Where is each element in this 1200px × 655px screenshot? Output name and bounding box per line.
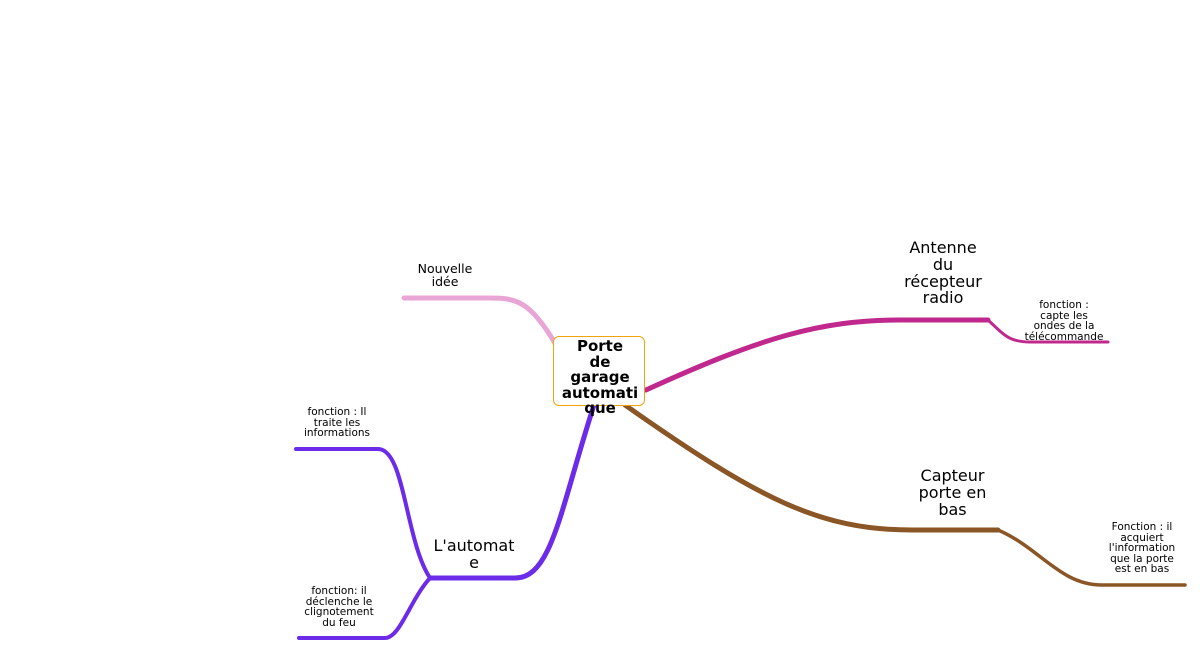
subtopic-antenne-fonction[interactable]: fonction : capte les ondes de la télécom…: [1024, 299, 1104, 343]
connector-automate-fonction-traite: [294, 447, 432, 580]
topic-automate[interactable]: L'automat e: [433, 536, 515, 572]
central-topic-label: Porte de garage automati que: [561, 337, 639, 417]
connector-capteur: [622, 402, 1001, 533]
connector-automate-fonction-declenche: [297, 576, 432, 640]
connector-antenne: [643, 317, 991, 393]
topic-antenne-recepteur-radio[interactable]: Antenne du récepteur radio: [904, 238, 982, 308]
central-topic[interactable]: Porte de garage automati que: [553, 336, 645, 416]
connector-capteur-fonction: [996, 528, 1187, 587]
connector-automate: [427, 402, 597, 581]
subtopic-automate-traite[interactable]: fonction : Il traite les informations: [303, 406, 371, 439]
subtopic-automate-declenche[interactable]: fonction: il déclenche le clignotement d…: [304, 585, 374, 629]
topic-capteur-porte-en-bas[interactable]: Capteur porte en bas: [918, 466, 987, 519]
connector-nouvelle-idee: [401, 295, 559, 348]
topic-nouvelle-idee[interactable]: Nouvelle idée: [417, 261, 473, 290]
connector-antenne-fonction: [986, 318, 1110, 344]
subtopic-capteur-fonction[interactable]: Fonction : il acquiert l'information que…: [1108, 521, 1176, 575]
